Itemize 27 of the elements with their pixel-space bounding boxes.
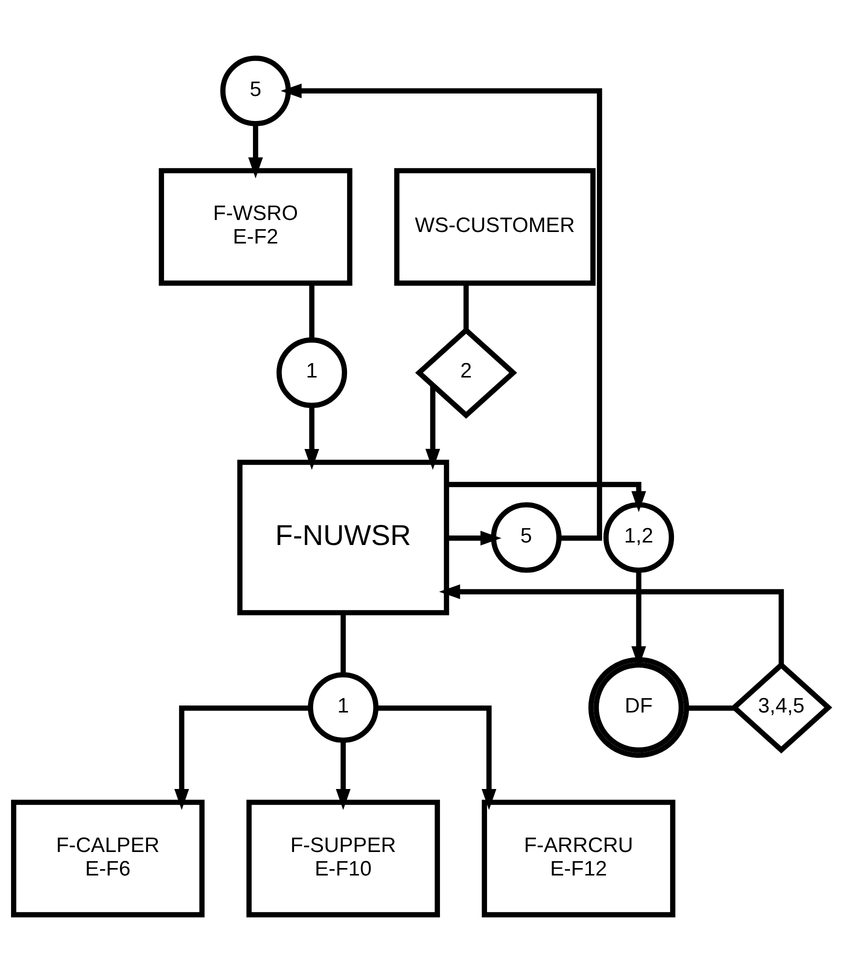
connector bbox=[340, 612, 346, 674]
node-circle: 1 bbox=[308, 672, 378, 742]
arrow bbox=[446, 530, 502, 545]
node-circle: 1 bbox=[276, 336, 348, 408]
node-box: F-NUWSR bbox=[237, 459, 450, 615]
arrow bbox=[174, 705, 310, 810]
arrow bbox=[248, 123, 263, 178]
node-box: F-CALPER E-F6 bbox=[11, 799, 205, 917]
connector bbox=[464, 282, 469, 330]
node-box: WS-CUSTOMER bbox=[394, 168, 596, 286]
node-diamond: 2 bbox=[415, 326, 518, 418]
node-circle: 5 bbox=[220, 55, 291, 126]
arrow bbox=[280, 83, 602, 540]
arrow bbox=[304, 405, 320, 470]
node-circle: 1,2 bbox=[603, 502, 674, 572]
node-circle: DF bbox=[588, 656, 690, 758]
node-box: F-SUPPER E-F10 bbox=[246, 799, 440, 917]
connector bbox=[309, 282, 314, 340]
node-circle: 5 bbox=[490, 502, 562, 572]
arrow bbox=[439, 584, 784, 664]
node-box: F-ARRCRU E-F12 bbox=[482, 799, 676, 917]
node-box: F-WSRO E-F2 bbox=[158, 168, 352, 286]
arrow bbox=[376, 705, 496, 810]
arrow bbox=[425, 385, 440, 470]
arrow bbox=[446, 481, 646, 512]
arrow bbox=[336, 740, 351, 810]
connector bbox=[686, 705, 735, 710]
